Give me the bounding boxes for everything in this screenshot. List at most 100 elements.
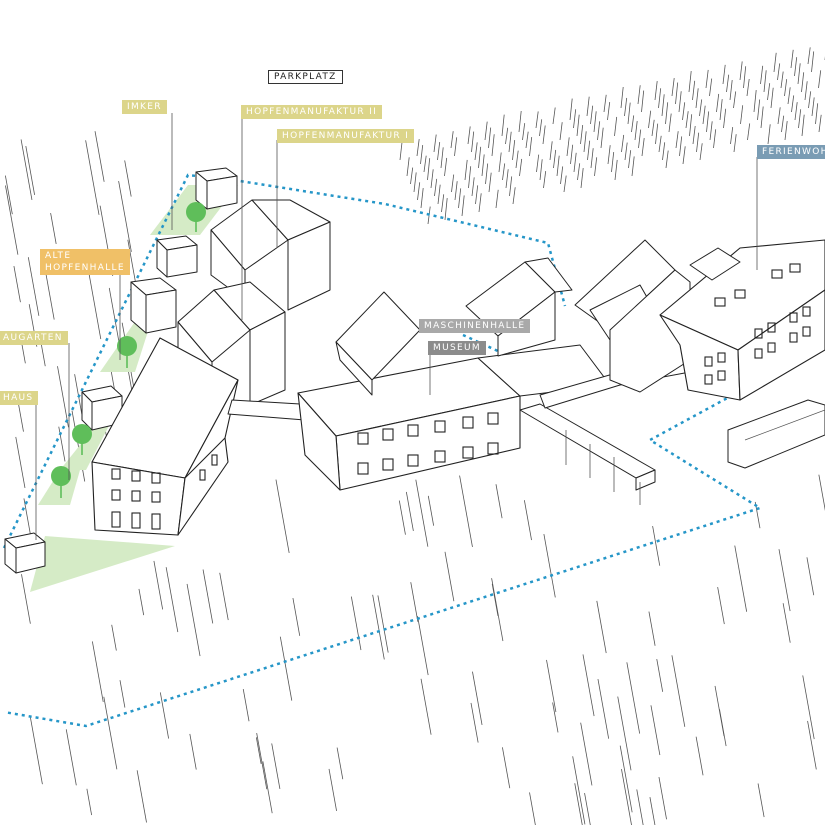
hop-pole [536, 154, 540, 173]
field-mark [523, 500, 532, 541]
field-mark [717, 586, 725, 625]
field-mark [58, 426, 66, 462]
field-mark [271, 743, 281, 790]
field-mark [420, 678, 432, 735]
hop-pole [556, 155, 560, 177]
hop-pole [471, 131, 475, 153]
alte-hopfenhalle-windows [111, 454, 218, 530]
hop-pole [552, 107, 556, 125]
hop-pole [763, 70, 767, 93]
field-mark [459, 475, 473, 548]
hop-pole [637, 85, 641, 105]
hop-pole [573, 109, 577, 129]
hop-pole [627, 102, 631, 125]
hop-pole [583, 131, 587, 153]
hop-pole [747, 123, 751, 141]
field-mark [648, 611, 656, 646]
hop-pole [603, 94, 607, 113]
hop-pole [811, 51, 815, 73]
field-mark [153, 560, 164, 610]
field-mark [621, 769, 632, 825]
hop-pole [777, 107, 781, 125]
field-mark [782, 603, 791, 643]
label-ferienwohnung: FERIENWOH [757, 145, 825, 159]
hop-pole [423, 155, 427, 173]
hop-pole [539, 119, 543, 137]
field-mark [21, 574, 31, 624]
shed-3 [130, 277, 177, 334]
field-mark [552, 702, 559, 733]
hop-pole [512, 187, 516, 205]
hop-pole [433, 134, 437, 153]
hop-pole [502, 163, 506, 181]
label-imker: IMKER [122, 100, 167, 114]
hop-pole [573, 152, 577, 173]
ferienwohnung-windows [704, 263, 811, 385]
alte-hopfenhalle-building [91, 337, 239, 536]
field-mark [491, 583, 499, 616]
hop-pole [773, 52, 777, 73]
hop-pole [760, 65, 764, 85]
hop-pole [614, 116, 618, 137]
hop-pole [488, 127, 492, 149]
label-parkplatz: PARKPLATZ [268, 70, 343, 84]
hop-pole [794, 102, 798, 121]
hop-pole [577, 163, 581, 181]
field-mark [29, 716, 43, 785]
hop-pole [729, 79, 733, 101]
hop-pole [505, 169, 509, 189]
field-mark [262, 761, 273, 814]
label-hopfenmanufaktur-1: HOPFENMANUFAKTUR I [277, 129, 415, 143]
hop-pole [444, 157, 448, 177]
field-mark [778, 549, 791, 612]
maschinenhalle-windows [357, 412, 499, 475]
hop-pole [522, 123, 526, 141]
hop-pole [624, 97, 628, 117]
hop-pole [801, 72, 805, 93]
hop-pole [753, 89, 757, 113]
hop-pole [784, 120, 788, 141]
hop-pole [461, 195, 465, 217]
field-mark [57, 366, 69, 428]
hop-pole [682, 146, 686, 165]
hop-pole [798, 109, 802, 129]
hop-pole [519, 158, 523, 177]
hop-pole [648, 110, 652, 129]
hop-pole [406, 157, 410, 177]
hop-pole [675, 131, 679, 149]
hop-pole [580, 124, 584, 145]
hop-pole [665, 150, 669, 169]
hop-pole [563, 175, 567, 193]
field-mark [65, 729, 77, 786]
hop-pole [794, 57, 798, 77]
field-mark [50, 212, 57, 244]
field-mark [656, 658, 664, 692]
tree-icon [186, 202, 206, 232]
hop-pole [665, 102, 669, 125]
hop-pole [597, 121, 601, 141]
field-mark [350, 596, 362, 651]
field-mark [818, 474, 825, 512]
field-mark [103, 696, 118, 770]
hop-pole [739, 61, 743, 81]
field-mark [502, 747, 511, 789]
haus-shed [4, 532, 46, 574]
hop-pole [485, 163, 489, 185]
hop-pole [505, 127, 509, 145]
hop-pole [818, 70, 822, 89]
hop-pole [624, 142, 628, 161]
hop-pole [535, 111, 539, 129]
field-mark [20, 139, 33, 200]
hop-pole [437, 184, 441, 205]
field-mark [119, 680, 126, 708]
hop-pole [495, 189, 499, 209]
field-mark [44, 270, 55, 320]
hop-pole [518, 110, 522, 133]
hop-pole [713, 129, 717, 149]
hop-pole [685, 111, 689, 129]
field-mark [470, 702, 479, 743]
field-mark [596, 600, 607, 654]
field-mark [543, 533, 556, 598]
walking-route [2, 173, 567, 549]
hop-pole [631, 156, 635, 177]
